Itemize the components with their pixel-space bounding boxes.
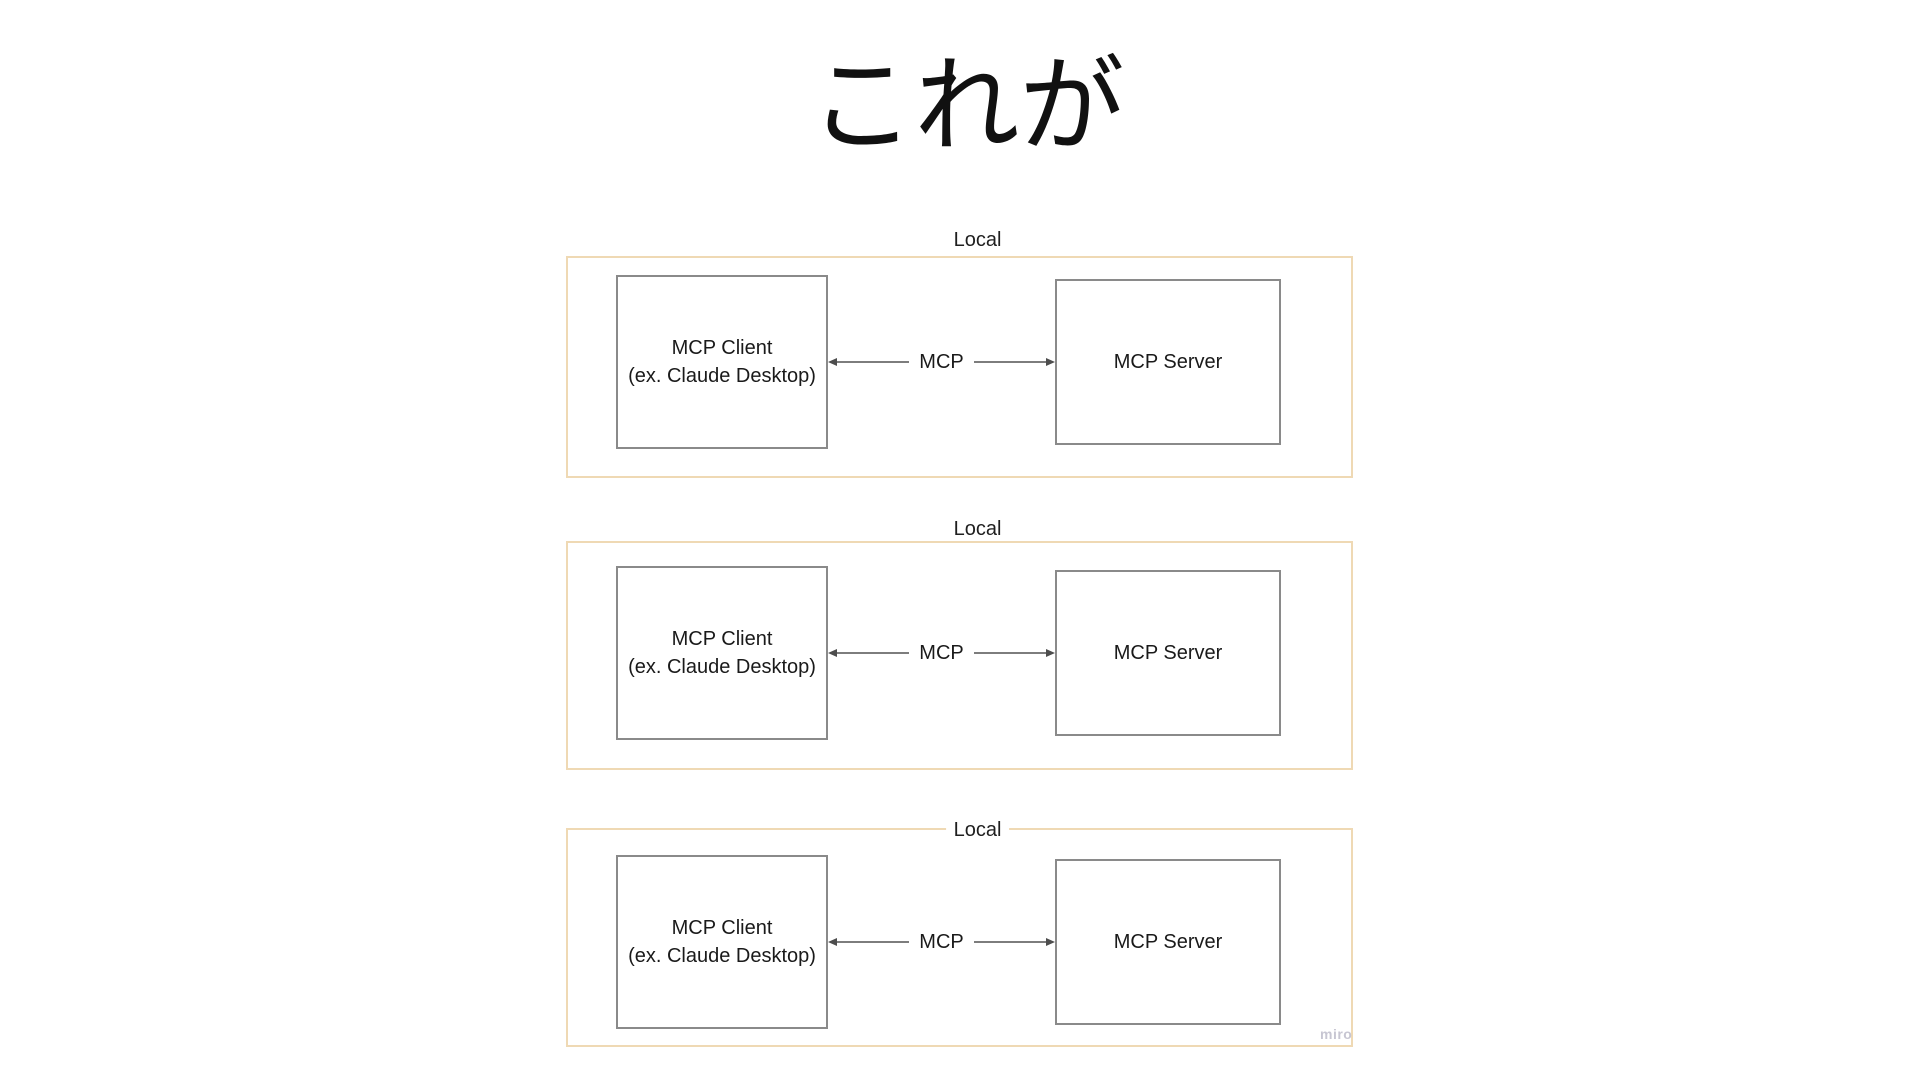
mcp-server-box[interactable]: MCP Server — [1055, 279, 1281, 445]
frame-local-1: Local MCP Client (ex. Claude Desktop) MC… — [566, 229, 1353, 478]
mcp-client-box[interactable]: MCP Client (ex. Claude Desktop) — [616, 855, 828, 1029]
mcp-client-label-line2: (ex. Claude Desktop) — [628, 945, 816, 967]
mcp-server-box[interactable]: MCP Server — [1055, 859, 1281, 1025]
arrowhead-right-icon — [1046, 358, 1056, 366]
miro-watermark: miro — [1320, 1026, 1353, 1042]
connector-line — [973, 361, 1047, 363]
arrowhead-left-icon — [828, 938, 837, 946]
frame-local-2: Local MCP Client (ex. Claude Desktop) MC… — [566, 518, 1353, 770]
mcp-server-label: MCP Server — [1113, 642, 1223, 664]
frame-title: Local — [945, 817, 1010, 843]
connector-line — [973, 652, 1047, 654]
mcp-connector[interactable]: MCP — [828, 640, 1056, 666]
mcp-client-box[interactable]: MCP Client (ex. Claude Desktop) — [616, 275, 828, 449]
mcp-server-box[interactable]: MCP Server — [1055, 570, 1281, 736]
connector-line — [837, 652, 910, 654]
arrowhead-left-icon — [828, 649, 837, 657]
mcp-connector[interactable]: MCP — [828, 929, 1056, 955]
arrowhead-right-icon — [1046, 649, 1056, 657]
mcp-client-label-line2: (ex. Claude Desktop) — [628, 656, 816, 678]
frame-local-3: Local MCP Client (ex. Claude Desktop) MC… — [566, 817, 1353, 1047]
mcp-server-label: MCP Server — [1113, 351, 1223, 373]
page-title[interactable]: これが — [809, 48, 1125, 165]
mcp-client-label-line1: MCP Client — [671, 917, 773, 939]
frame-title: Local — [953, 229, 1002, 251]
mcp-client-label-line1: MCP Client — [671, 337, 773, 359]
frame-title: Local — [953, 518, 1002, 540]
connector-line — [837, 941, 910, 943]
arrowhead-right-icon — [1046, 938, 1056, 946]
mcp-client-label-line2: (ex. Claude Desktop) — [628, 365, 816, 387]
connector-label: MCP — [919, 351, 964, 373]
mcp-client-label-line1: MCP Client — [671, 628, 773, 650]
connector-label: MCP — [919, 931, 964, 953]
mcp-server-label: MCP Server — [1113, 931, 1223, 953]
connector-line — [837, 361, 910, 363]
arrowhead-left-icon — [828, 358, 837, 366]
connector-line — [973, 941, 1047, 943]
mcp-client-box[interactable]: MCP Client (ex. Claude Desktop) — [616, 566, 828, 740]
connector-label: MCP — [919, 642, 964, 664]
mcp-connector[interactable]: MCP — [828, 349, 1056, 375]
